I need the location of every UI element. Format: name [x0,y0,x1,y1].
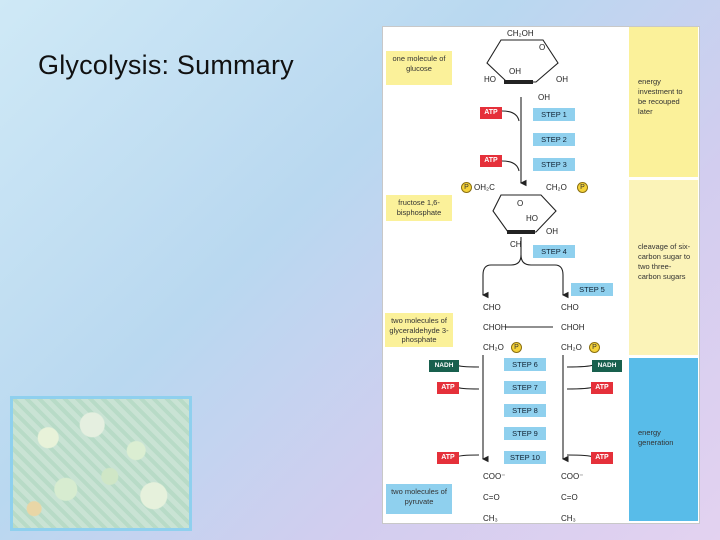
glucose-oh-right: OH [556,75,568,84]
fructose-ring-oxygen: O [517,199,524,208]
left-coo: COO⁻ [483,472,506,481]
phosphate-left-icon: P [461,182,472,193]
right-choh: CHOH [561,323,585,332]
fructose-oh2c: OH₂C [474,183,495,192]
nadh-left: NADH [429,360,459,372]
atp-step1: ATP [480,107,502,119]
fructose-ho: HO [526,214,538,223]
right-ch2o: CH₂O [561,343,582,352]
atp-step7-left: ATP [437,382,459,394]
step-6: STEP 6 [504,358,546,371]
label-pyruvate: two molecules of pyruvate [386,484,452,514]
left-choh: CHOH [483,323,507,332]
left-co: C=O [483,493,500,502]
phosphate-g3p-left-icon: P [511,342,522,353]
phase-energy-generation: energy generation [629,358,698,521]
right-cho: CHO [561,303,579,312]
glucose-oh-bottom: OH [538,93,550,102]
fructose-ch: CH [510,240,522,249]
right-co: C=O [561,493,578,502]
left-cho: CHO [483,303,501,312]
right-coo: COO⁻ [561,472,584,481]
atp-step3: ATP [480,155,502,167]
step-8: STEP 8 [504,404,546,417]
glucose-ho: HO [484,75,496,84]
glycolysis-figure: energy investment to be recouped later c… [382,26,700,524]
nadh-right: NADH [592,360,622,372]
fructose-oh: OH [546,227,558,236]
step-7: STEP 7 [504,381,546,394]
step-9: STEP 9 [504,427,546,440]
label-fructose: fructose 1,6-bisphosphate [386,195,452,221]
atp-step10-right: ATP [591,452,613,464]
fructose-ch2o: CH₂O [546,183,567,192]
step-2: STEP 2 [533,133,575,146]
phase-cleavage: cleavage of six-carbon sugar to two thre… [629,180,698,355]
left-ch3: CH₃ [483,514,498,523]
glucose-ch2oh: CH₂OH [507,29,534,38]
phosphate-right-icon: P [577,182,588,193]
label-glucose: one molecule of glucose [386,51,452,85]
label-g3p: two molecules of glyceraldehyde 3-phosph… [385,313,453,347]
glucose-oh-inner: OH [509,67,521,76]
slide-title: Glycolysis: Summary [38,50,294,80]
phosphate-g3p-right-icon: P [589,342,600,353]
step-3: STEP 3 [533,158,575,171]
step-1: STEP 1 [533,108,575,121]
pathway-lines [456,39,594,463]
glucose-ring-oxygen: O [539,43,546,52]
plant-cell-photo [10,396,192,531]
left-ch2o: CH₂O [483,343,504,352]
atp-step10-left: ATP [437,452,459,464]
right-ch3: CH₃ [561,514,576,523]
phase-energy-investment: energy investment to be recouped later [629,27,698,177]
step-4: STEP 4 [533,245,575,258]
step-10: STEP 10 [504,451,546,464]
atp-step7-right: ATP [591,382,613,394]
step-5: STEP 5 [571,283,613,296]
